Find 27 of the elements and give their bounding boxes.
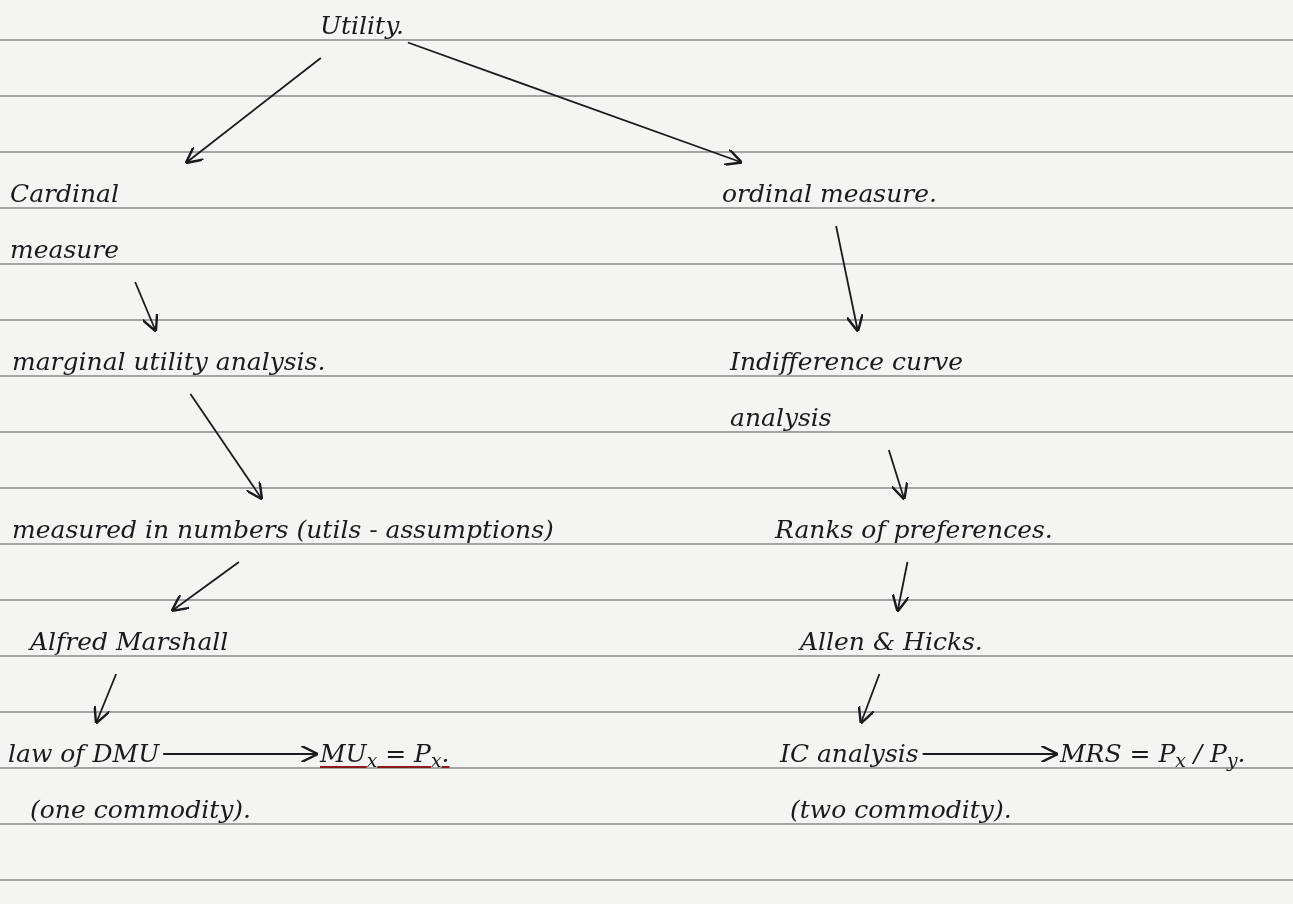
arrow: [189, 393, 264, 501]
arrow: [857, 673, 881, 725]
arrow: [891, 561, 910, 613]
handwritten-note: marginal utility analysis.: [12, 334, 326, 390]
arrow: [887, 449, 909, 501]
arrow: [170, 561, 240, 613]
handwritten-note: IC analysis: [780, 726, 919, 782]
arrow: [134, 281, 159, 333]
arrow: [184, 57, 322, 165]
handwritten-note: MRS = P$_{x}$ / P$_{y}$.: [1060, 726, 1246, 782]
handwritten-note: Alfred Marshall: [30, 614, 229, 670]
arrow: [162, 744, 319, 764]
arrow: [921, 744, 1059, 764]
handwritten-note: law of DMU: [8, 726, 160, 782]
handwritten-note: Ranks of preferences.: [775, 502, 1053, 558]
handwritten-note: Indifference curve analysis: [730, 334, 1010, 446]
handwritten-note: Cardinal measure: [10, 166, 210, 278]
arrow: [407, 41, 744, 166]
handwritten-note: Allen & Hicks.: [800, 614, 983, 670]
handwritten-note: measured in numbers (utils - assumptions): [12, 502, 554, 558]
note-text: (two commodity).: [790, 794, 1012, 826]
handwritten-note: MU$_{x}$ = P$_{x}$.: [320, 726, 450, 782]
arrow: [93, 673, 118, 725]
handwritten-note: Utility.: [320, 0, 404, 54]
arrow: [835, 225, 864, 333]
note-text: (one commodity).: [30, 794, 252, 826]
handwritten-note: ordinal measure.: [722, 166, 937, 222]
